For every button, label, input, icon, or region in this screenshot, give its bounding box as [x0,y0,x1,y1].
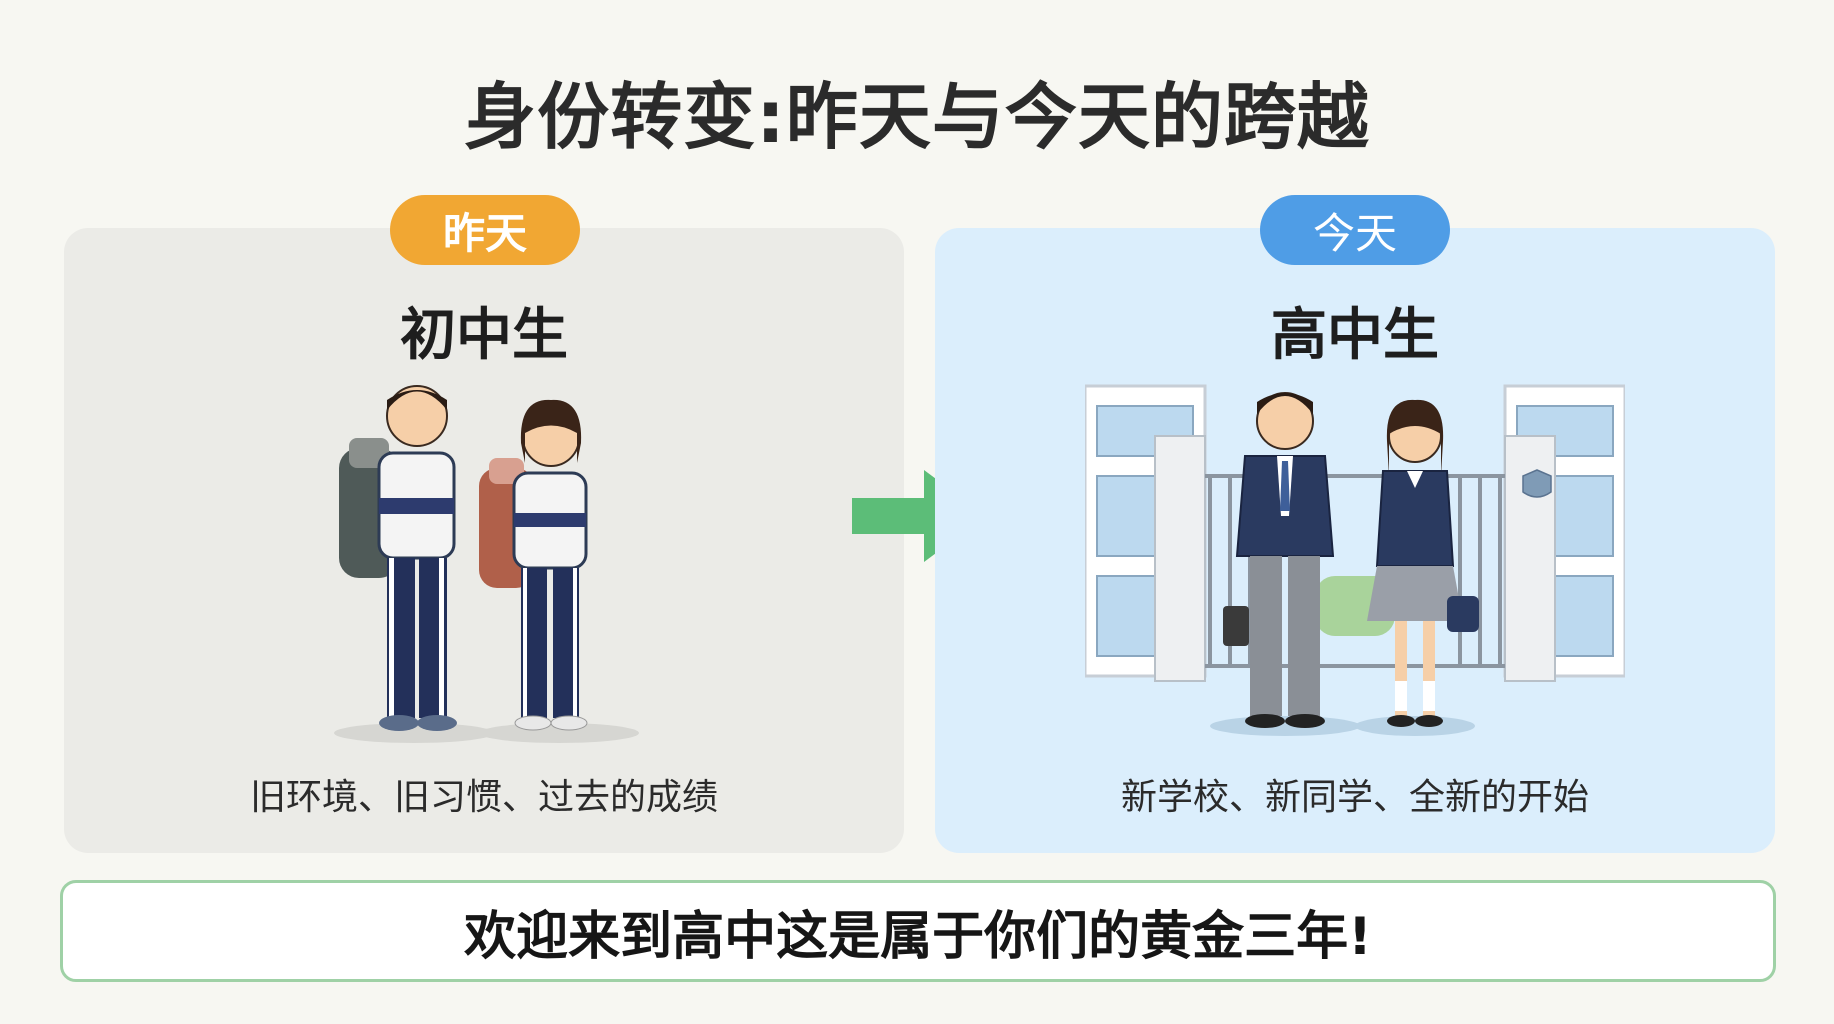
yesterday-badge: 昨天 [390,195,580,265]
yesterday-panel: 初中生 [64,228,904,853]
middle-school-students-illustration [334,385,639,743]
today-badge: 今天 [1260,195,1450,265]
yesterday-heading: 初中生 [400,303,568,368]
page-title: 身份转变:昨天与今天的跨越 [464,75,1370,159]
welcome-banner: 欢迎来到高中这是属于你们的黄金三年! [60,880,1776,982]
today-caption: 新学校、新同学、全新的开始 [1120,777,1589,818]
today-heading: 高中生 [1271,303,1439,368]
welcome-banner-text: 欢迎来到高中这是属于你们的黄金三年! [464,906,1372,967]
today-panel: 高中生 [935,228,1775,853]
yesterday-caption: 旧环境、旧习惯、过去的成绩 [249,777,718,818]
high-school-students-illustration [1085,384,1625,736]
